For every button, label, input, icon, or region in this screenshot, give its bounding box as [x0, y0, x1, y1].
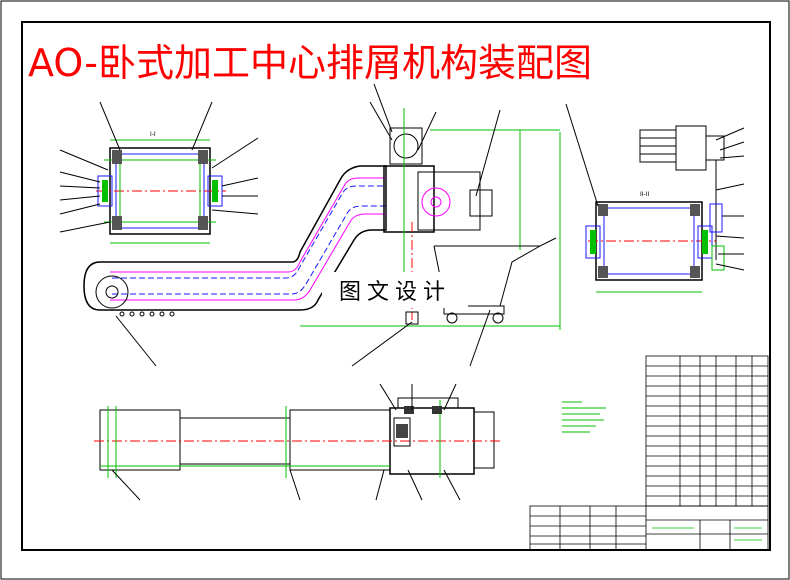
- drawing-frame: [21, 21, 771, 551]
- drawing-title: AO-卧式加工中心排屑机构装配图: [28, 41, 592, 85]
- section-label-left: I-I: [150, 131, 156, 138]
- conveyor-plan-view: [94, 383, 500, 501]
- conveyor-side-view: [83, 83, 561, 367]
- section-view-right: [565, 103, 745, 293]
- section-view-left: [59, 101, 259, 244]
- technical-notes: [562, 401, 606, 433]
- watermark-label: 图文设计: [322, 272, 468, 308]
- section-label-right: II-II: [640, 191, 649, 198]
- title-block: [529, 505, 769, 551]
- parts-list-table: [645, 355, 769, 507]
